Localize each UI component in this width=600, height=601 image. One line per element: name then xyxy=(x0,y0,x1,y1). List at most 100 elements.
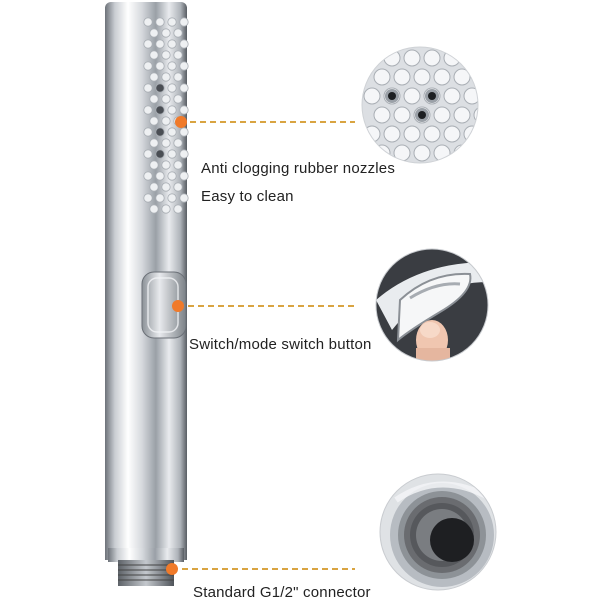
nozzle-dot xyxy=(167,127,177,137)
nozzle-dot xyxy=(167,105,177,115)
closeup-nozzle xyxy=(383,125,401,143)
closeup-nozzle xyxy=(403,49,421,67)
nozzle-dot xyxy=(161,50,171,60)
closeup-nozzle xyxy=(393,144,411,162)
nozzle-dot xyxy=(149,72,159,82)
closeup-nozzle xyxy=(373,68,391,86)
nozzle-dot xyxy=(161,72,171,82)
connector-closeup-image xyxy=(379,473,497,591)
nozzle-dot xyxy=(143,17,153,27)
nozzle-dot xyxy=(149,116,159,126)
closeup-nozzle xyxy=(473,144,478,162)
closeup-nozzle xyxy=(403,125,421,143)
nozzle-dot xyxy=(167,61,177,71)
nozzle-dot xyxy=(143,83,153,93)
closeup-nozzle xyxy=(443,87,461,105)
nozzle-dot xyxy=(167,39,177,49)
nozzle-dot xyxy=(155,39,165,49)
nozzle-dot xyxy=(149,28,159,38)
nozzle-dot xyxy=(173,72,183,82)
easy-clean-label: Easy to clean xyxy=(201,188,294,205)
nozzle-dot xyxy=(179,127,189,137)
nozzle-dot xyxy=(179,61,189,71)
nozzle-dot xyxy=(143,39,153,49)
nozzle-dot xyxy=(161,204,171,214)
closeup-nozzle-core xyxy=(388,92,396,100)
nozzle-dot xyxy=(173,204,183,214)
closeup-nozzle xyxy=(443,49,461,67)
nozzle-dot xyxy=(149,94,159,104)
closeup-nozzle xyxy=(423,49,441,67)
closeup-nozzle xyxy=(443,125,461,143)
nozzle-dot xyxy=(155,127,165,137)
nozzle-dot xyxy=(179,17,189,27)
nozzle-dot xyxy=(155,149,165,159)
closeup-nozzle-core xyxy=(418,111,426,119)
nozzle-dot xyxy=(179,105,189,115)
nozzle-dot xyxy=(161,116,171,126)
closeup-nozzle xyxy=(423,125,441,143)
nozzle-dot xyxy=(155,193,165,203)
closeup-nozzle xyxy=(473,68,478,86)
nozzle-dot xyxy=(155,17,165,27)
nozzle-dot xyxy=(155,61,165,71)
closeup-nozzle-core xyxy=(428,92,436,100)
nozzle-dot xyxy=(161,94,171,104)
closeup-nozzle xyxy=(453,106,471,124)
nozzle-dot xyxy=(167,171,177,181)
nozzle-dot xyxy=(143,105,153,115)
closeup-nozzle xyxy=(363,87,381,105)
nozzle-dot xyxy=(179,39,189,49)
nozzle-dot xyxy=(155,171,165,181)
nozzle-closeup-image xyxy=(361,46,479,164)
closeup-nozzle xyxy=(433,68,451,86)
closeup-nozzle xyxy=(453,144,471,162)
nozzle-dot xyxy=(179,83,189,93)
nozzle-dot xyxy=(143,149,153,159)
nozzle-dot xyxy=(167,149,177,159)
nozzle-dot xyxy=(161,160,171,170)
nozzle-dot xyxy=(179,171,189,181)
closeup-nozzle xyxy=(463,87,478,105)
nozzle-dot xyxy=(161,182,171,192)
nozzle-dot xyxy=(173,28,183,38)
closeup-nozzle xyxy=(453,68,471,86)
thread-connector-icon xyxy=(118,560,174,586)
nozzle-dot xyxy=(173,94,183,104)
connector-label: Standard G1/2" connector xyxy=(193,584,371,601)
closeup-nozzle xyxy=(393,106,411,124)
nozzle-dot xyxy=(173,138,183,148)
closeup-nozzle xyxy=(373,106,391,124)
closeup-nozzle xyxy=(403,87,421,105)
closeup-nozzle xyxy=(473,106,478,124)
nozzle-dot xyxy=(143,127,153,137)
nozzle-dot xyxy=(143,171,153,181)
closeup-nozzle xyxy=(363,49,381,67)
nozzle-dot xyxy=(179,193,189,203)
nozzle-dot xyxy=(173,50,183,60)
nozzle-dot xyxy=(143,193,153,203)
switch-closeup-image xyxy=(375,248,489,362)
nozzle-dot xyxy=(149,160,159,170)
closeup-nozzle xyxy=(413,68,431,86)
nozzle-dot xyxy=(155,83,165,93)
nozzle-dot xyxy=(173,182,183,192)
closeup-nozzle xyxy=(463,49,478,67)
nozzle-dot xyxy=(149,182,159,192)
nozzle-dot xyxy=(179,149,189,159)
nozzle-dot xyxy=(161,28,171,38)
nozzle-dot xyxy=(167,193,177,203)
closeup-nozzle xyxy=(433,106,451,124)
closeup-nozzle xyxy=(413,144,431,162)
nozzle-dot xyxy=(149,50,159,60)
nozzle-grid xyxy=(143,17,189,214)
nozzle-dot xyxy=(167,17,177,27)
nozzles-label: Anti clogging rubber nozzles xyxy=(201,160,396,177)
nozzle-dot xyxy=(167,83,177,93)
nozzle-dot xyxy=(143,61,153,71)
switch-label: Switch/mode switch button xyxy=(189,336,372,353)
nozzle-dot xyxy=(155,105,165,115)
closeup-nozzle xyxy=(393,68,411,86)
